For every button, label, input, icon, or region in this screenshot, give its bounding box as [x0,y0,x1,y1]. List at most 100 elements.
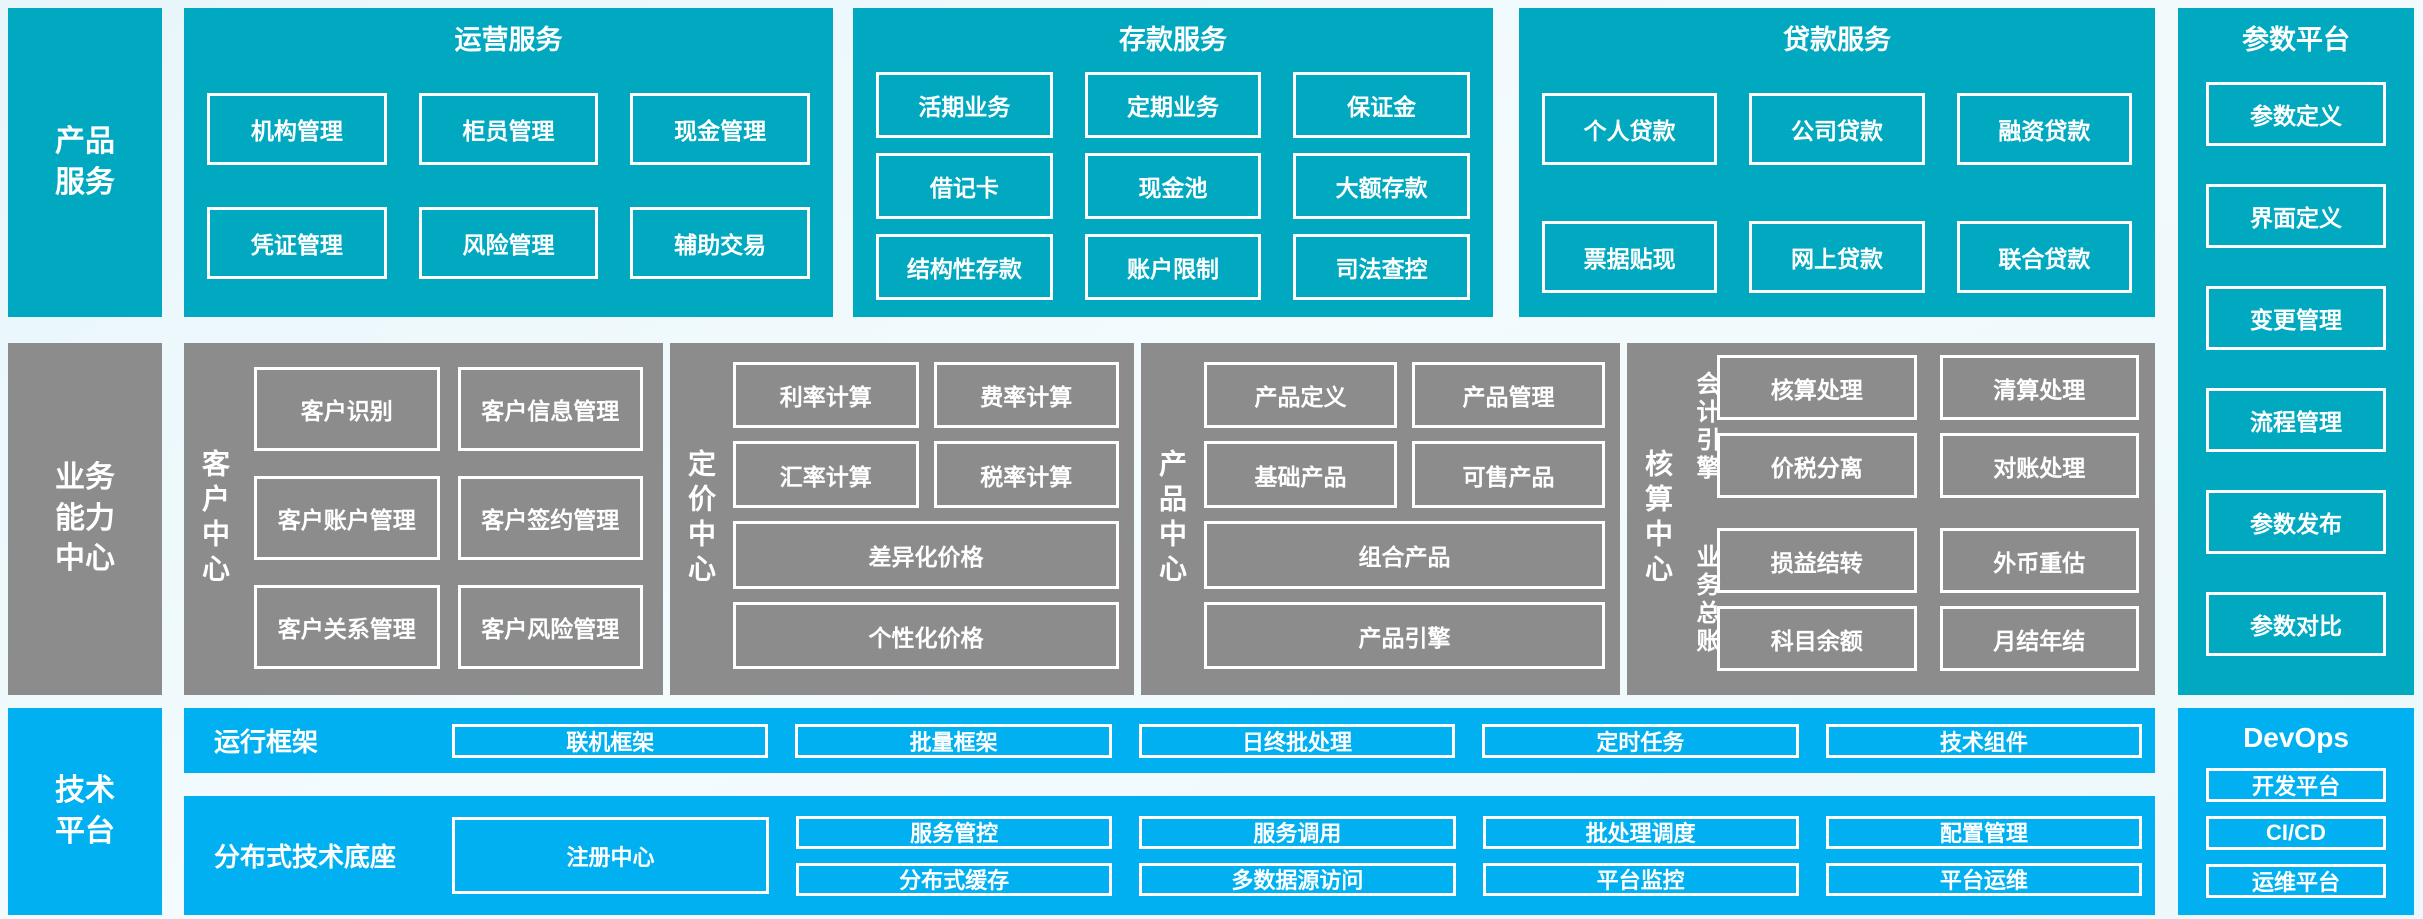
product-box: 基础产品 [1204,441,1397,508]
deposit-box: 定期业务 [1084,72,1262,138]
devops-box: 开发平台 [2206,768,2386,802]
runtime-box: 定时任务 [1482,723,1799,758]
distributed-box: 多数据源访问 [1139,862,1456,896]
distributed-box: 分布式缓存 [796,862,1113,896]
distributed-col: 配置管理 平台运维 [1825,815,2142,896]
parameter-platform-title: 参数平台 [2242,25,2350,55]
pricing-box: 利率计算 [733,362,919,428]
devops-stack: 开发平台 CI/CD 运维平台 [2206,768,2386,898]
distributed-col: 批处理调度 平台监控 [1482,815,1799,896]
loan-title: 贷款服务 [1783,25,1891,55]
business-ledger-label: 业务总账 [1692,543,1719,656]
loan-box: 公司贷款 [1749,93,1925,165]
section-devops: DevOps 开发平台 CI/CD 运维平台 [2178,708,2414,915]
row-label-product-services: 产品 服务 [8,8,162,317]
product-center-grid: 产品定义 产品管理 基础产品 可售产品 组合产品 产品引擎 [1185,343,1620,695]
deposit-box: 活期业务 [876,72,1053,138]
loan-box: 联合贷款 [1956,221,2132,293]
accounting-groups: 会计引擎 核算处理 清算处理 价税分离 对账处理 业务总账 损益结转 外币重估 … [1671,343,2155,695]
param-box: 参数对比 [2206,592,2386,656]
product-box-wide: 组合产品 [1204,521,1605,589]
deposit-box: 保证金 [1293,72,1470,138]
accounting-group-engine: 会计引擎 核算处理 清算处理 价税分离 对账处理 [1675,355,2139,498]
product-box: 产品定义 [1204,362,1397,428]
pricing-center-grid: 利率计算 费率计算 汇率计算 税率计算 差异化价格 个性化价格 [714,343,1134,695]
param-box: 参数定义 [2206,82,2386,146]
accounting-box: 月结年结 [1939,606,2139,671]
section-pricing-center: 定价中心 利率计算 费率计算 汇率计算 税率计算 差异化价格 个性化价格 [670,343,1134,695]
deposit-box: 借记卡 [876,153,1053,219]
customer-center-label: 客户中心 [199,449,230,589]
runtime-box: 联机框架 [452,723,769,758]
devops-title: DevOps [2243,722,2349,753]
section-parameter-platform: 参数平台 参数定义 界面定义 变更管理 流程管理 参数发布 参数对比 [2178,8,2414,695]
customer-box: 客户签约管理 [457,476,643,560]
deposit-box: 结构性存款 [876,234,1053,300]
runtime-framework-boxes: 联机框架 批量框架 日终批处理 定时任务 技术组件 [452,723,2143,758]
row-label-business-capability: 业务 能力 中心 [8,343,162,695]
accounting-box: 清算处理 [1939,355,2139,420]
section-customer-center: 客户中心 客户识别 客户信息管理 客户账户管理 客户签约管理 客户关系管理 客户… [184,343,663,695]
ops-box: 凭证管理 [207,207,387,279]
customer-box: 客户账户管理 [254,476,440,560]
capability-centers-band: 客户中心 客户识别 客户信息管理 客户账户管理 客户签约管理 客户关系管理 客户… [184,343,2155,695]
customer-center-grid: 客户识别 客户信息管理 客户账户管理 客户签约管理 客户关系管理 客户风险管理 [228,343,663,695]
customer-box: 客户风险管理 [457,585,643,669]
loan-box: 网上贷款 [1749,221,1925,293]
ops-box: 机构管理 [207,93,387,165]
loan-box: 票据贴现 [1542,221,1718,293]
pricing-box-wide: 个性化价格 [733,602,1119,669]
accounting-group-ledger: 业务总账 损益结转 外币重估 科目余额 月结年结 [1675,528,2139,671]
distributed-col: 服务管控 分布式缓存 [796,815,1113,896]
distributed-box: 批处理调度 [1482,815,1799,849]
param-box: 流程管理 [2206,388,2386,452]
runtime-box: 日终批处理 [1138,723,1456,758]
pricing-box: 费率计算 [933,362,1119,428]
deposit-box: 账户限制 [1084,234,1262,300]
section-accounting-center: 核算中心 会计引擎 核算处理 清算处理 价税分离 对账处理 业务总账 损益结转 … [1627,343,2155,695]
runtime-framework-label: 运行框架 [214,727,319,757]
distributed-base-label: 分布式技术底座 [214,842,397,872]
accounting-box: 损益结转 [1717,528,1917,593]
accounting-box: 核算处理 [1717,355,1917,420]
accounting-box: 对账处理 [1939,433,2139,498]
loan-box: 融资贷款 [1956,93,2132,165]
runtime-box: 批量框架 [795,723,1112,758]
section-operations-services: 运营服务 机构管理 柜员管理 现金管理 凭证管理 风险管理 辅助交易 [184,8,833,317]
distributed-box: 平台监控 [1482,862,1799,896]
param-box: 变更管理 [2206,286,2386,350]
parameter-platform-stack: 参数定义 界面定义 变更管理 流程管理 参数发布 参数对比 [2178,82,2414,656]
param-box: 界面定义 [2206,184,2386,248]
accounting-box: 外币重估 [1939,528,2139,593]
section-distributed-base: 分布式技术底座 注册中心 服务管控 分布式缓存 服务调用 多数据源访问 批处理调… [184,796,2155,915]
deposit-box: 大额存款 [1293,153,1470,219]
product-box: 可售产品 [1412,441,1605,508]
customer-box: 客户识别 [254,367,440,451]
ops-box: 辅助交易 [630,207,810,279]
deposit-box: 现金池 [1084,153,1262,219]
section-runtime-framework: 运行框架 联机框架 批量框架 日终批处理 定时任务 技术组件 [184,708,2155,773]
tech-platform-band: 运行框架 联机框架 批量框架 日终批处理 定时任务 技术组件 分布式技术底座 注… [184,708,2155,915]
deposit-grid: 活期业务 定期业务 保证金 借记卡 现金池 大额存款 结构性存款 账户限制 司法… [853,56,1493,300]
devops-box: CI/CD [2206,816,2386,850]
accounting-engine-grid: 核算处理 清算处理 价税分离 对账处理 [1717,355,2139,498]
deposit-title: 存款服务 [1119,25,1227,55]
accounting-box: 价税分离 [1717,433,1917,498]
pricing-box: 汇率计算 [733,441,919,508]
distributed-box: 配置管理 [1825,815,2142,849]
deposit-box: 司法查控 [1293,234,1470,300]
ops-box: 现金管理 [630,93,810,165]
ops-box: 柜员管理 [418,93,599,165]
product-center-label: 产品中心 [1156,449,1187,589]
operations-title: 运营服务 [454,25,563,55]
distributed-box: 平台运维 [1825,862,2142,896]
operations-grid: 机构管理 柜员管理 现金管理 凭证管理 风险管理 辅助交易 [184,56,833,279]
product-box-wide: 产品引擎 [1204,602,1605,669]
business-ledger-grid: 损益结转 外币重估 科目余额 月结年结 [1717,528,2139,671]
pricing-box: 税率计算 [933,441,1119,508]
distributed-box: 服务管控 [796,815,1113,849]
registry-center-box: 注册中心 [452,817,769,894]
distributed-col: 服务调用 多数据源访问 [1139,815,1456,896]
pricing-box-wide: 差异化价格 [733,521,1119,589]
